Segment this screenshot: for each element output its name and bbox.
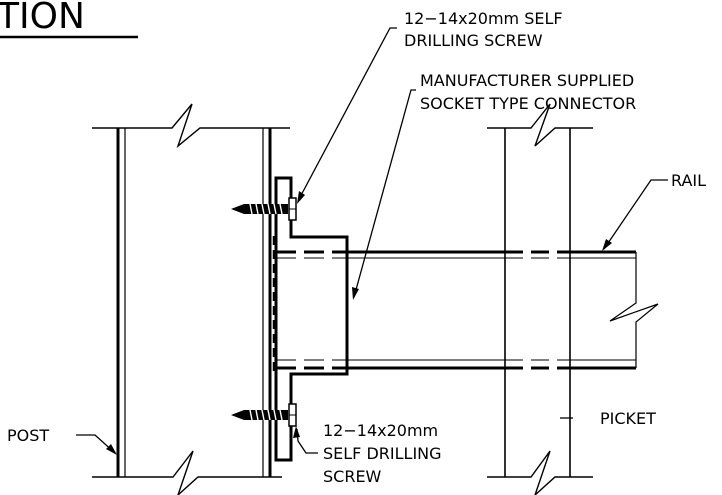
rail-label: RAIL (671, 171, 706, 190)
top-screw-tip (231, 204, 244, 214)
rail-leader-arrow (602, 239, 612, 251)
connector-leader-arrow (352, 287, 359, 300)
post-label: POST (7, 426, 49, 445)
bottom-screw-threads (249, 409, 283, 421)
title-group: TION (0, 0, 138, 39)
picket-top-break-line (487, 103, 593, 147)
picket-bottom-break-line (487, 450, 593, 495)
bottom-screw-label-line1: 12−14x20mm (323, 421, 438, 440)
bottom-screw-shank (244, 410, 288, 420)
bottom-screw-tip (231, 410, 244, 420)
connector-label-line2: SOCKET TYPE CONNECTOR (420, 94, 636, 113)
bottom-screw-leader-arrow (293, 426, 300, 438)
bottom-screw-label-line3: SCREW (323, 467, 382, 486)
top-screw-threads (249, 203, 283, 215)
post (92, 103, 290, 495)
post-top-break-line (92, 103, 290, 149)
top-screw-leader-arrow (297, 191, 305, 204)
picket (487, 103, 593, 495)
rail (276, 250, 659, 370)
labels: 12−14x20mm SELF DRILLING SCREW MANUFACTU… (7, 9, 706, 486)
detail-title: TION (0, 0, 85, 37)
top-screw-label-line1: 12−14x20mm SELF (404, 9, 563, 28)
bottom-screw-label-line2: SELF DRILLING (323, 444, 442, 463)
top-screw (231, 197, 297, 221)
rail-end-break-line (609, 252, 659, 368)
top-screw-leader (297, 27, 397, 202)
post-bottom-break-line (92, 450, 282, 495)
leaders (76, 27, 668, 455)
connector-label-line1: MANUFACTURER SUPPLIED (420, 71, 634, 90)
top-screw-shank (244, 204, 288, 214)
picket-label: PICKET (600, 409, 656, 428)
bottom-screw-leader (296, 428, 318, 454)
connector-leader (353, 89, 416, 298)
post-leader-arrow (106, 444, 117, 455)
rail-leader (603, 179, 668, 250)
top-screw-label-line2: DRILLING SCREW (404, 31, 543, 50)
bottom-screw (231, 403, 297, 427)
